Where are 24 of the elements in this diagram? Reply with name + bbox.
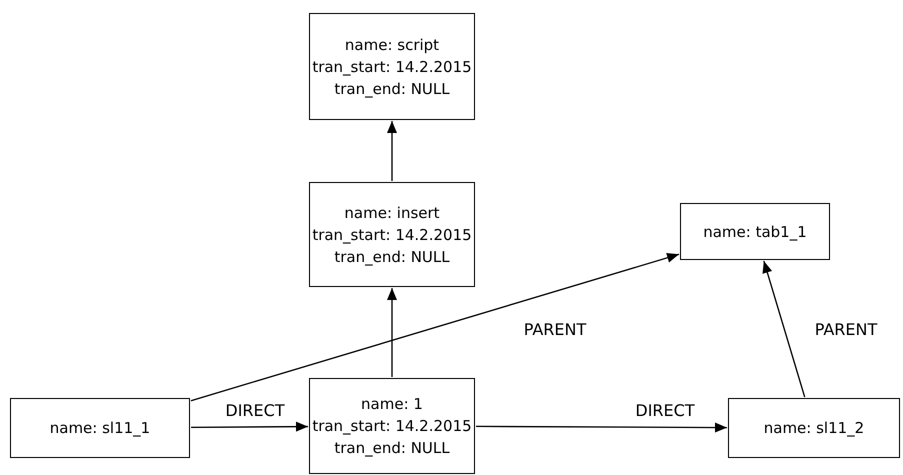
record-box xyxy=(728,398,900,458)
node-text: name: tab1_1 xyxy=(703,222,807,242)
record-box xyxy=(10,398,190,458)
node-text: name: sl11_2 xyxy=(764,418,864,439)
node-text: tran_end: NULL xyxy=(334,78,450,100)
record-box xyxy=(680,203,830,260)
arrow xyxy=(387,288,397,377)
arrow xyxy=(387,121,397,181)
node-text: name: 1 xyxy=(361,394,423,415)
node-text: tran_start: 14.2.2015 xyxy=(312,56,472,78)
record-box xyxy=(309,182,475,287)
arrow xyxy=(476,422,727,433)
node-text: tran_start: 14.2.2015 xyxy=(312,224,472,246)
record-box xyxy=(309,13,475,120)
record-box xyxy=(309,378,475,474)
node-text: tran_end: NULL xyxy=(334,438,450,459)
node-text: name: insert xyxy=(344,202,440,224)
arrow xyxy=(762,260,806,398)
node-text: name: sl11_1 xyxy=(50,418,150,439)
node-text: tran_end: NULL xyxy=(334,246,450,268)
node-text: tran_start: 14.2.2015 xyxy=(312,416,472,437)
arrow xyxy=(190,252,680,402)
node-text: name: script xyxy=(344,34,440,56)
arrow xyxy=(191,422,308,432)
